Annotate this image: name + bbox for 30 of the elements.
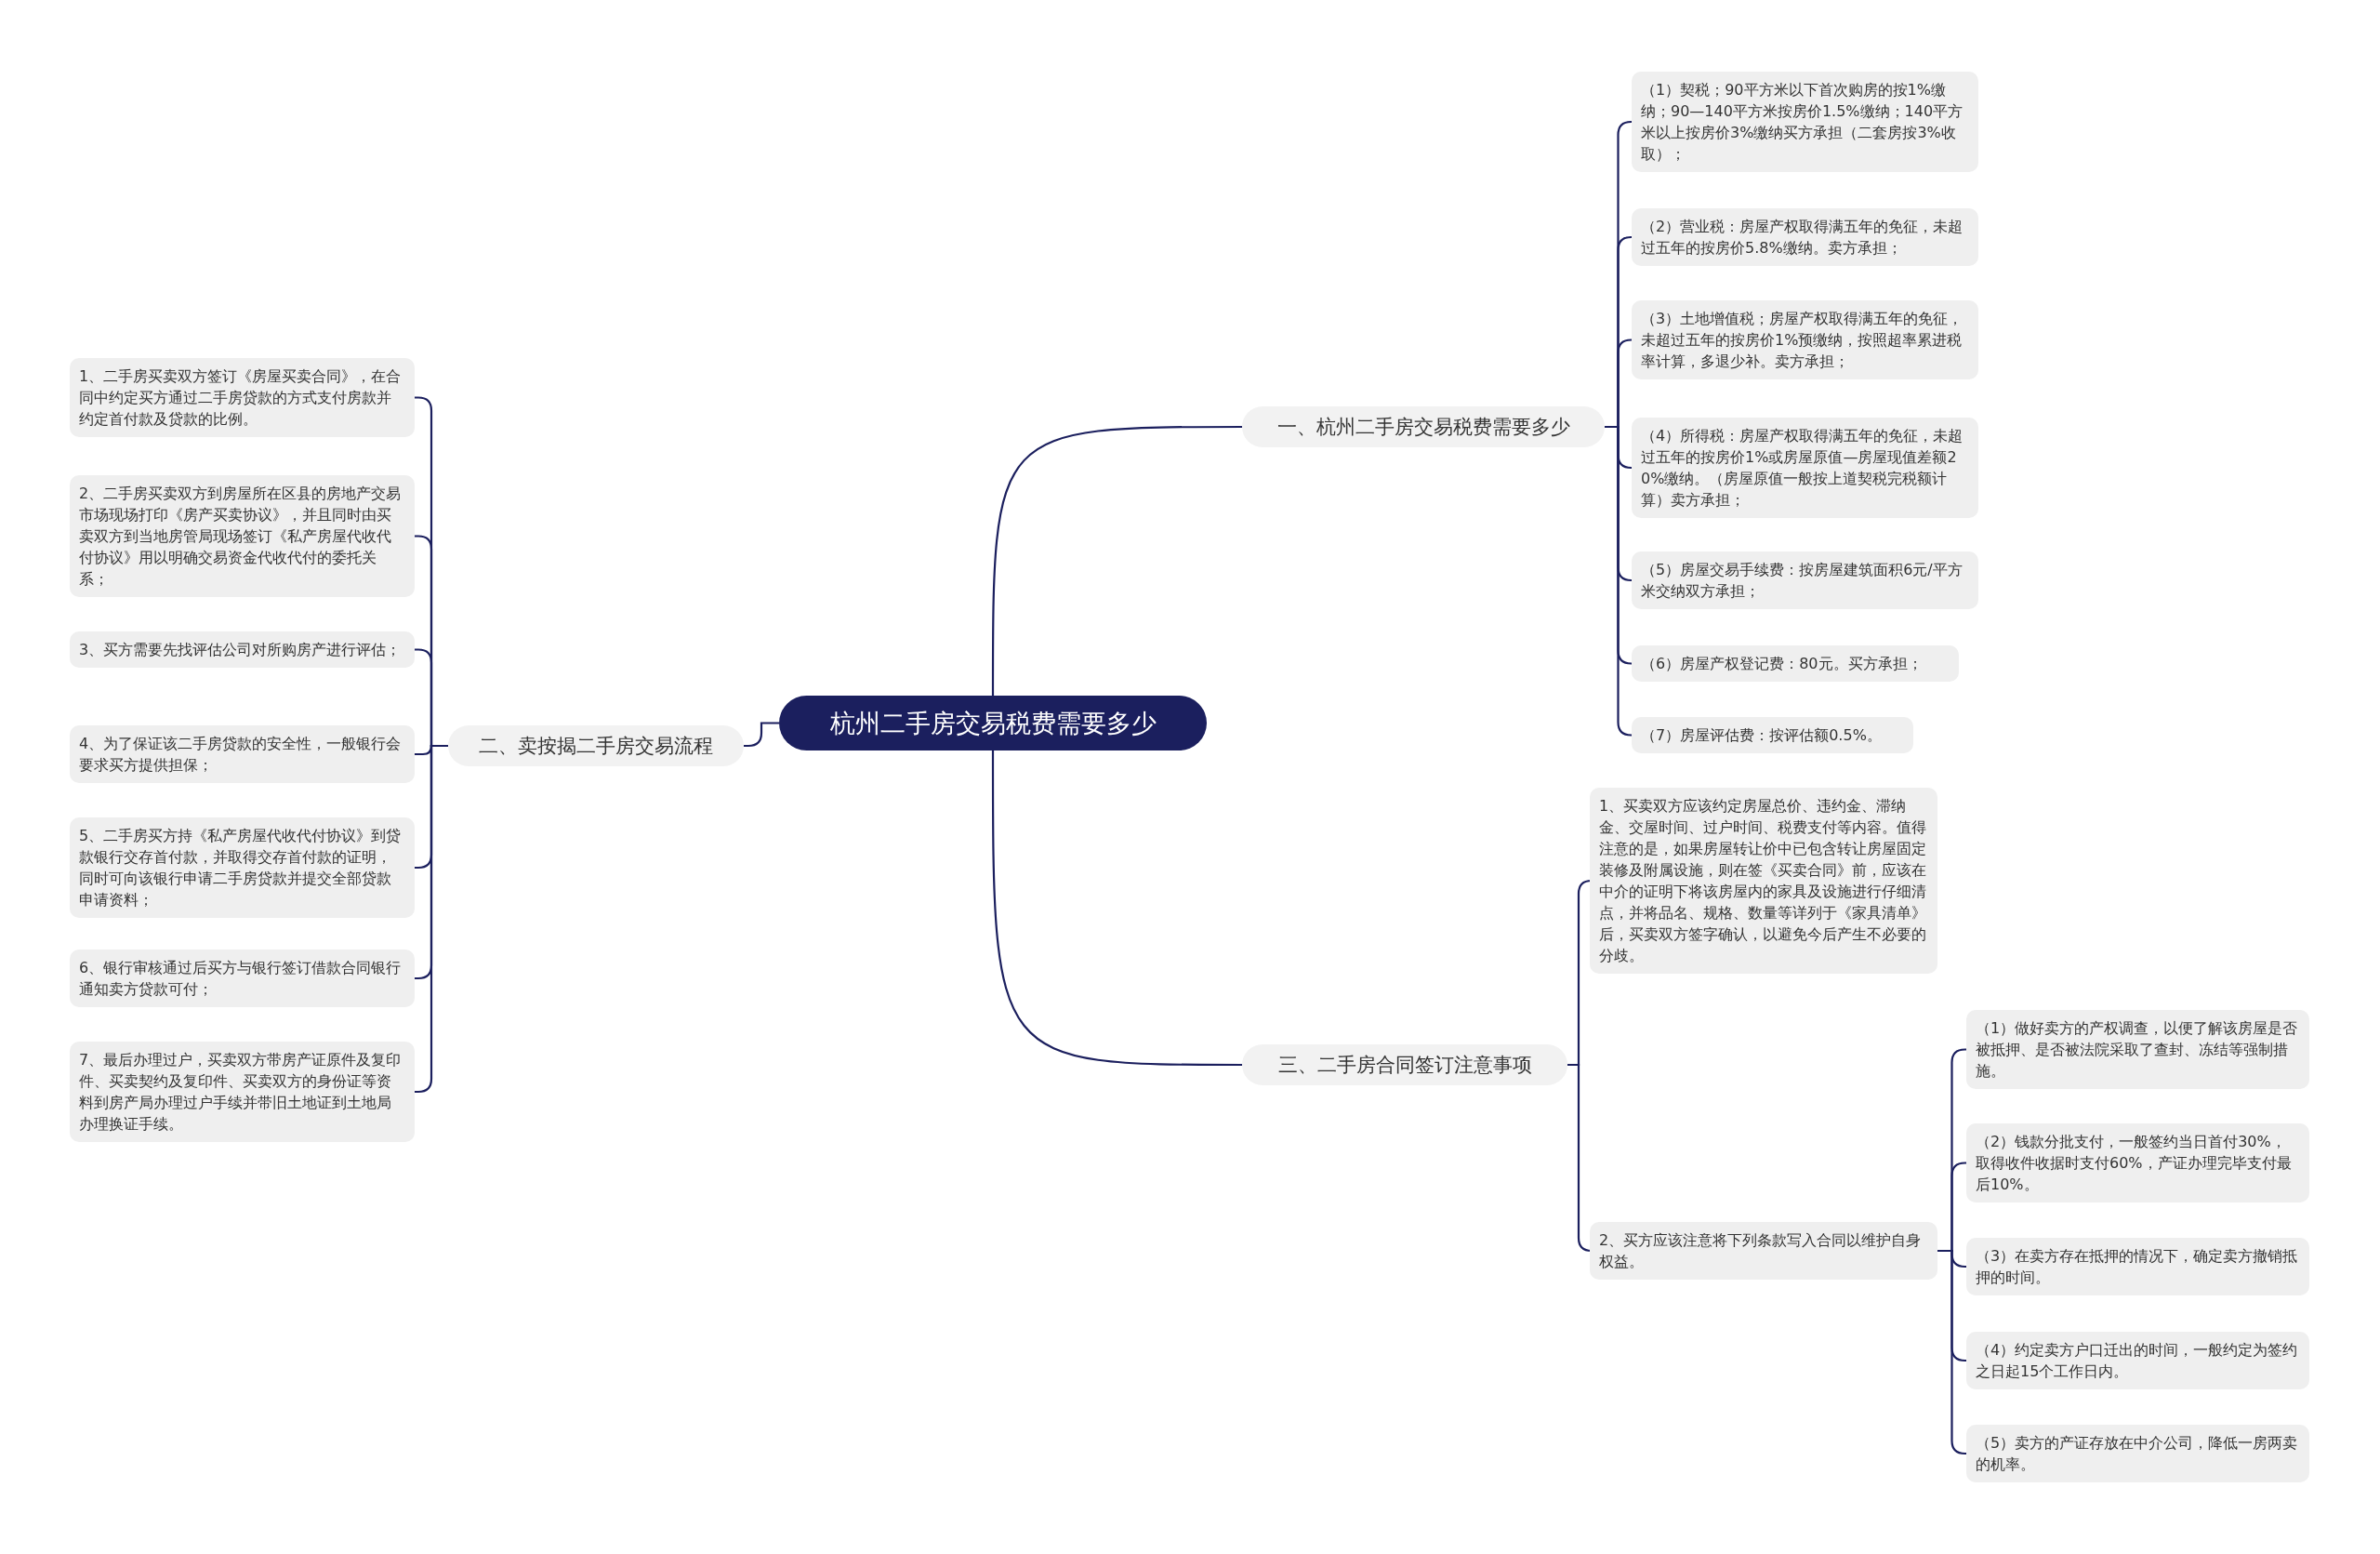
text-card: 5、二手房买方持《私产房屋代收代付协议》到贷款银行交存首付款，并取得交存首付款的证明，同时可向该银行申请二手房贷款并提交全部贷款申请资料； bbox=[70, 817, 415, 918]
text-card: （2）营业税：房屋产权取得满五年的免征，未超过五年的按房价5.8%缴纳。卖方承担； bbox=[1632, 208, 1978, 266]
text-card: 4、为了保证该二手房贷款的安全性，一般银行会要求买方提供担保； bbox=[70, 725, 415, 783]
branch-topic: 二、卖按揭二手房交易流程 bbox=[448, 725, 744, 766]
text-card: 1、买卖双方应该约定房屋总价、违约金、滞纳金、交屋时间、过户时间、税费支付等内容。值得注意的是，如果房屋转让价中已包含转让房屋固定装修及附属设施，则在签《买卖合同》前，应该在中介的证明下将该房屋内的家具及设施进行仔细清点，并将品名、规格、数量等详列于《家具清单》后，买卖双方签字确认，以避免今后产生不必要的分歧。 bbox=[1590, 788, 1937, 974]
text-card: （6）房屋产权登记费：80元。买方承担； bbox=[1632, 645, 1959, 682]
connector-line bbox=[991, 425, 1242, 696]
connector-line bbox=[415, 744, 448, 1094]
connector-line bbox=[1605, 425, 1633, 737]
text-card: （4）约定卖方户口迁出的时间，一般约定为签约之日起15个工作日内。 bbox=[1966, 1332, 2309, 1389]
text-card: （3）土地增值税；房屋产权取得满五年的免征，未超过五年的按房价1%预缴纳，按照超率累进税率计算，多退少补。卖方承担； bbox=[1632, 300, 1978, 379]
text-card: 1、二手房买卖双方签订《房屋买卖合同》，在合同中约定买方通过二手房贷款的方式支付房款并约定首付款及贷款的比例。 bbox=[70, 358, 415, 437]
text-card: （4）所得税：房屋产权取得满五年的免征，未超过五年的按房价1%或房屋原值—房屋现值差额20%缴纳。（房屋原值一般按上道契税完税额计算）卖方承担； bbox=[1632, 418, 1978, 518]
text-card: 6、银行审核通过后买方与银行签订借款合同银行通知卖方贷款可付； bbox=[70, 950, 415, 1007]
branch-topic: 三、二手房合同签订注意事项 bbox=[1242, 1044, 1567, 1085]
connector-line bbox=[991, 750, 1242, 1067]
text-card: （5）卖方的产证存放在中介公司，降低一房两卖的机率。 bbox=[1966, 1425, 2309, 1482]
text-card: （2）钱款分批支付，一般签约当日首付30%，取得收件收据时支付60%，产证办理完毕支付最后10%。 bbox=[1966, 1123, 2309, 1202]
text-card: （1）做好卖方的产权调查，以便了解该房屋是否被抵押、是否被法院采取了查封、冻结等强制措施。 bbox=[1966, 1010, 2309, 1089]
text-card: 2、买方应该注意将下列条款写入合同以维护自身权益。 bbox=[1590, 1222, 1937, 1280]
text-card: （5）房屋交易手续费：按房屋建筑面积6元/平方米交纳双方承担； bbox=[1632, 551, 1978, 609]
text-card: 2、二手房买卖双方到房屋所在区县的房地产交易市场现场打印《房产买卖协议》，并且同时由买卖双方到当地房管局现场签订《私产房屋代收代付协议》用以明确交易资金代收代付的委托关系； bbox=[70, 475, 415, 597]
connector-line bbox=[744, 722, 779, 748]
text-card: 7、最后办理过户，买卖双方带房产证原件及复印件、买卖契约及复印件、买卖双方的身份证等资料到房产局办理过户手续并带旧土地证到土地局办理换证手续。 bbox=[70, 1042, 415, 1142]
text-card: （7）房屋评估费：按评估额0.5%。 bbox=[1632, 717, 1913, 753]
branch-topic: 一、杭州二手房交易税费需要多少 bbox=[1242, 406, 1605, 447]
text-card: 3、买方需要先找评估公司对所购房产进行评估； bbox=[70, 631, 415, 668]
central-topic: 杭州二手房交易税费需要多少 bbox=[779, 696, 1207, 751]
text-card: （1）契税；90平方米以下首次购房的按1%缴纳；90—140平方米按房价1.5%缴纳；140平方米以上按房价3%缴纳买方承担（二套房按3%收取）； bbox=[1632, 72, 1978, 172]
text-card: （3）在卖方存在抵押的情况下，确定卖方撤销抵押的时间。 bbox=[1966, 1238, 2309, 1295]
